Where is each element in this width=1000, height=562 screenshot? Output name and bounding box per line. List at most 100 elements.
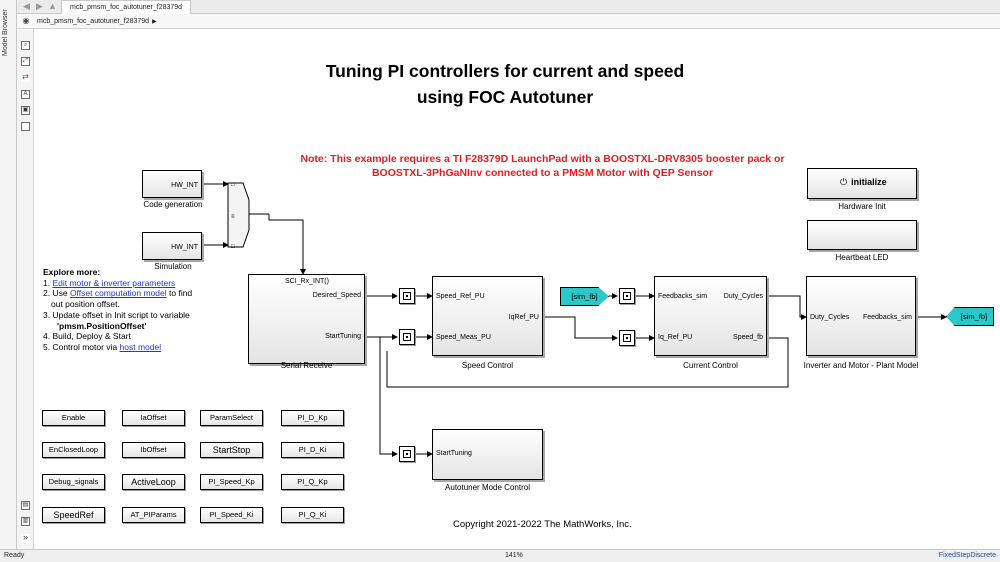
activeloop-button[interactable]: ActiveLoop <box>122 474 185 490</box>
explore-item-1: 1. Edit motor & inverter parameters <box>43 278 233 289</box>
enclosedloop-button[interactable]: EnClosedLoop <box>42 442 105 458</box>
annotation-icon[interactable]: A <box>21 90 30 99</box>
port-speed-fb: Speed_fb <box>733 334 763 341</box>
breadcrumb-bar: ◉ mcb_pmsm_foc_autotuner_f28379d▶ <box>17 14 1000 29</box>
hw-int-codegen-block[interactable]: HW_INT <box>142 170 202 198</box>
model-title-line2: using FOC Autotuner <box>416 87 594 107</box>
forward-icon[interactable]: ▶ <box>36 1 43 11</box>
autotuner-mode-block[interactable]: StartTuning <box>432 429 543 480</box>
explore-heading: Explore more: <box>43 267 101 277</box>
up-icon[interactable]: ▲ <box>48 1 57 11</box>
hw-int-codegen-label: HW_INT <box>171 182 198 189</box>
model-title-line1: Tuning PI controllers for current and sp… <box>325 61 685 81</box>
screenshot-icon[interactable]: ▥ <box>21 517 30 526</box>
breadcrumb-model[interactable]: mcb_pmsm_foc_autotuner_f28379d <box>37 18 150 25</box>
iboffset-button[interactable]: IbOffset <box>122 442 185 458</box>
breadcrumb[interactable]: mcb_pmsm_foc_autotuner_f28379d▶ <box>37 14 157 29</box>
status-bar: Ready 141% FixedStepDiscrete <box>0 549 1000 562</box>
hw-int-sim-label: HW_INT <box>171 244 198 251</box>
property-inspector-icon[interactable]: ▤ <box>21 501 30 510</box>
svg-text:≡: ≡ <box>231 214 235 220</box>
port-start-tuning-in: StartTuning <box>436 450 472 457</box>
serial-receive-block[interactable]: SCI_Rx_INT() Desired_Speed StartTuning <box>248 274 365 364</box>
rate-transition-1[interactable] <box>399 288 415 304</box>
offset-model-link[interactable]: Offset computation model <box>69 288 167 299</box>
port-speed-ref: Speed_Ref_PU <box>436 293 485 300</box>
heartbeat-led-label: Heartbeat LED <box>835 253 889 262</box>
current-control-block[interactable]: Feedbacks_sim Iq_Ref_PU Duty_Cycles Spee… <box>654 276 767 356</box>
initialize-button-block[interactable]: ⏻initialize <box>807 168 917 199</box>
port-iqref-out: IqRef_PU <box>508 314 539 321</box>
zoom-icon[interactable]: ⌕ <box>21 41 30 50</box>
hardware-note-line2: BOOSTXL-3PhGaNInv connected to a PMSM Mo… <box>371 167 714 179</box>
area-icon[interactable] <box>21 122 30 131</box>
arrow-icon[interactable]: ⇄ <box>21 72 30 82</box>
explore-item-5: 5. Control motor via host model <box>43 342 233 353</box>
back-icon[interactable]: ◀ <box>23 1 30 11</box>
signal-lines: □ ≡ □ <box>202 181 947 457</box>
explore-item-3-var: 'pmsm.PositionOffset' <box>57 320 147 331</box>
explore-item-2-line2: out position offset. <box>51 299 120 310</box>
initialize-label: initialize <box>851 177 887 187</box>
autotuner-mode-label: Autotuner Mode Control <box>445 483 530 492</box>
pi-speed-ki-button[interactable]: PI_Speed_Ki <box>200 507 263 523</box>
pi-d-kp-button[interactable]: PI_D_Kp <box>281 410 344 426</box>
rate-transition-5[interactable] <box>619 330 635 346</box>
status-ready: Ready <box>4 552 25 559</box>
model-canvas[interactable]: □ ≡ □ Tuning PI controllers for current … <box>35 30 1000 549</box>
current-control-label: Current Control <box>683 361 738 370</box>
edit-params-link[interactable]: Edit motor & inverter parameters <box>52 277 176 288</box>
paramselect-button[interactable]: ParamSelect <box>200 410 263 426</box>
port-feedbacks-sim-out: Feedbacks_sim <box>862 314 912 321</box>
hide-browser-icon[interactable]: ◉ <box>22 16 30 25</box>
sim-fb-from-tag[interactable]: [sim_fb] <box>560 287 609 306</box>
pi-speed-kp-button[interactable]: PI_Speed_Kp <box>200 474 263 490</box>
port-duty-cycles-out: Duty_Cycles <box>723 293 763 300</box>
sim-fb-goto-tag[interactable]: [sim_fb] <box>946 307 994 326</box>
simulation-label: Simulation <box>154 262 192 271</box>
zoom-level[interactable]: 141% <box>505 552 523 559</box>
expand-icon[interactable]: » <box>21 532 30 543</box>
pi-d-ki-button[interactable]: PI_D_Ki <box>281 442 344 458</box>
copyright-text: Copyright 2021-2022 The MathWorks, Inc. <box>453 519 632 530</box>
plant-model-block[interactable]: Duty_Cycles Feedbacks_sim <box>806 276 916 356</box>
heartbeat-led-block[interactable] <box>807 220 917 250</box>
image-icon[interactable]: ▣ <box>21 106 30 115</box>
plant-model-label: Inverter and Motor - Plant Model <box>803 361 919 370</box>
initialize-label-wrap: ⏻initialize <box>840 177 887 188</box>
hw-int-sim-block[interactable]: HW_INT <box>142 232 202 260</box>
port-speed-meas: Speed_Meas_PU <box>436 334 491 341</box>
port-duty-cycles-in: Duty_Cycles <box>810 314 850 321</box>
speed-control-label: Speed Control <box>461 361 514 370</box>
hardware-note: Note: This example requires a TI F28379D… <box>265 152 820 180</box>
pi-q-ki-button[interactable]: PI_Q_Ki <box>281 507 344 523</box>
fit-view-icon[interactable]: ⤢ <box>21 57 30 66</box>
host-model-link[interactable]: host model <box>119 341 162 352</box>
solver-type[interactable]: FixedStepDiscrete <box>938 552 996 559</box>
hardware-init-label: Hardware Init <box>838 202 886 211</box>
pi-q-kp-button[interactable]: PI_Q_Kp <box>281 474 344 490</box>
explore-item-2-suffix: to find <box>166 288 193 299</box>
speedref-button[interactable]: SpeedRef <box>42 507 105 523</box>
debug-signals-button[interactable]: Debug_signals <box>42 474 105 490</box>
code-generation-label: Code generation <box>143 200 203 209</box>
tab-model[interactable]: mcb_pmsm_foc_autotuner_f28379d <box>61 0 192 14</box>
explore-item-2: 2. Use Offset computation model to find <box>43 288 233 299</box>
rate-transition-4[interactable] <box>619 288 635 304</box>
model-browser-strip[interactable]: Model Browser <box>0 0 17 562</box>
iaoffset-button[interactable]: IaOffset <box>122 410 185 426</box>
enable-button[interactable]: Enable <box>42 410 105 426</box>
speed-control-block[interactable]: Speed_Ref_PU Speed_Meas_PU IqRef_PU <box>432 276 543 356</box>
port-iq-ref: Iq_Ref_PU <box>658 334 693 341</box>
explore-item-1-prefix: 1. <box>43 277 53 288</box>
at-piparams-button[interactable]: AT_PIParams <box>122 507 185 523</box>
svg-text:□: □ <box>231 182 235 188</box>
rate-transition-2[interactable] <box>399 329 415 345</box>
startstop-button[interactable]: StartStop <box>200 442 263 458</box>
model-browser-label[interactable]: Model Browser <box>2 9 9 56</box>
serial-receive-label: Serial Receive <box>280 361 333 370</box>
rate-transition-3[interactable] <box>399 446 415 462</box>
breadcrumb-dropdown-icon[interactable]: ▶ <box>152 19 157 25</box>
serial-receive-fn: SCI_Rx_INT() <box>285 278 329 285</box>
tab-bar: ◀ ▶ ▲ mcb_pmsm_foc_autotuner_f28379d <box>17 0 1000 14</box>
